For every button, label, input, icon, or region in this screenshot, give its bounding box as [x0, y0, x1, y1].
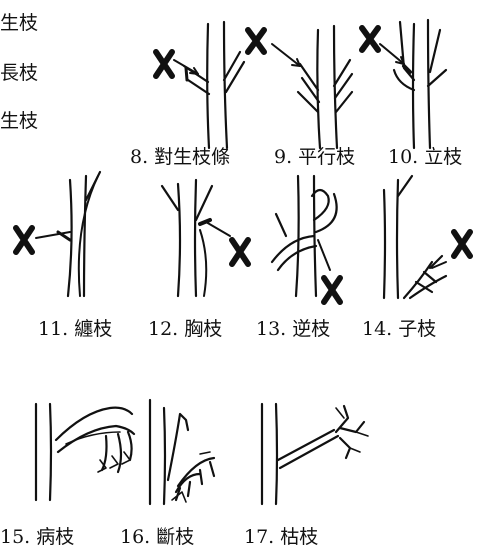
figure-16-illustration [150, 400, 214, 504]
partial-label-1: 生枝 [0, 12, 38, 34]
figure-9-illustration [248, 26, 352, 148]
partial-label-2: 長枝 [0, 62, 38, 84]
figure-12-label: 12. 胸枝 [148, 318, 222, 340]
x-marker [454, 232, 470, 256]
figure-14-label: 14. 子枝 [362, 318, 436, 340]
x-marker [248, 30, 264, 52]
partial-label-3: 生枝 [0, 110, 38, 132]
figure-11-label: 11. 纏枝 [38, 318, 112, 340]
x-marker [16, 228, 32, 252]
figure-17-illustration [262, 404, 368, 504]
figure-16-label: 16. 斷枝 [120, 526, 194, 548]
figure-15-illustration [36, 404, 134, 500]
figure-15-label: 15. 病枝 [0, 526, 74, 548]
figure-14-illustration [384, 176, 470, 298]
figure-12-illustration [162, 180, 248, 296]
figure-9-label: 9. 平行枝 [274, 146, 355, 168]
figure-11-illustration [16, 172, 100, 296]
figure-13-label: 13. 逆枝 [256, 318, 330, 340]
x-marker [324, 278, 340, 302]
x-marker [156, 52, 172, 76]
figure-17-label: 17. 枯枝 [244, 526, 318, 548]
figure-13-illustration [272, 176, 340, 302]
figure-8-illustration [156, 22, 244, 148]
figure-10-label: 10. 立枝 [388, 146, 462, 168]
figure-10-illustration [362, 20, 446, 148]
figure-8-label: 8. 對生枝條 [130, 146, 230, 168]
x-marker [232, 240, 248, 264]
x-marker [362, 28, 378, 50]
